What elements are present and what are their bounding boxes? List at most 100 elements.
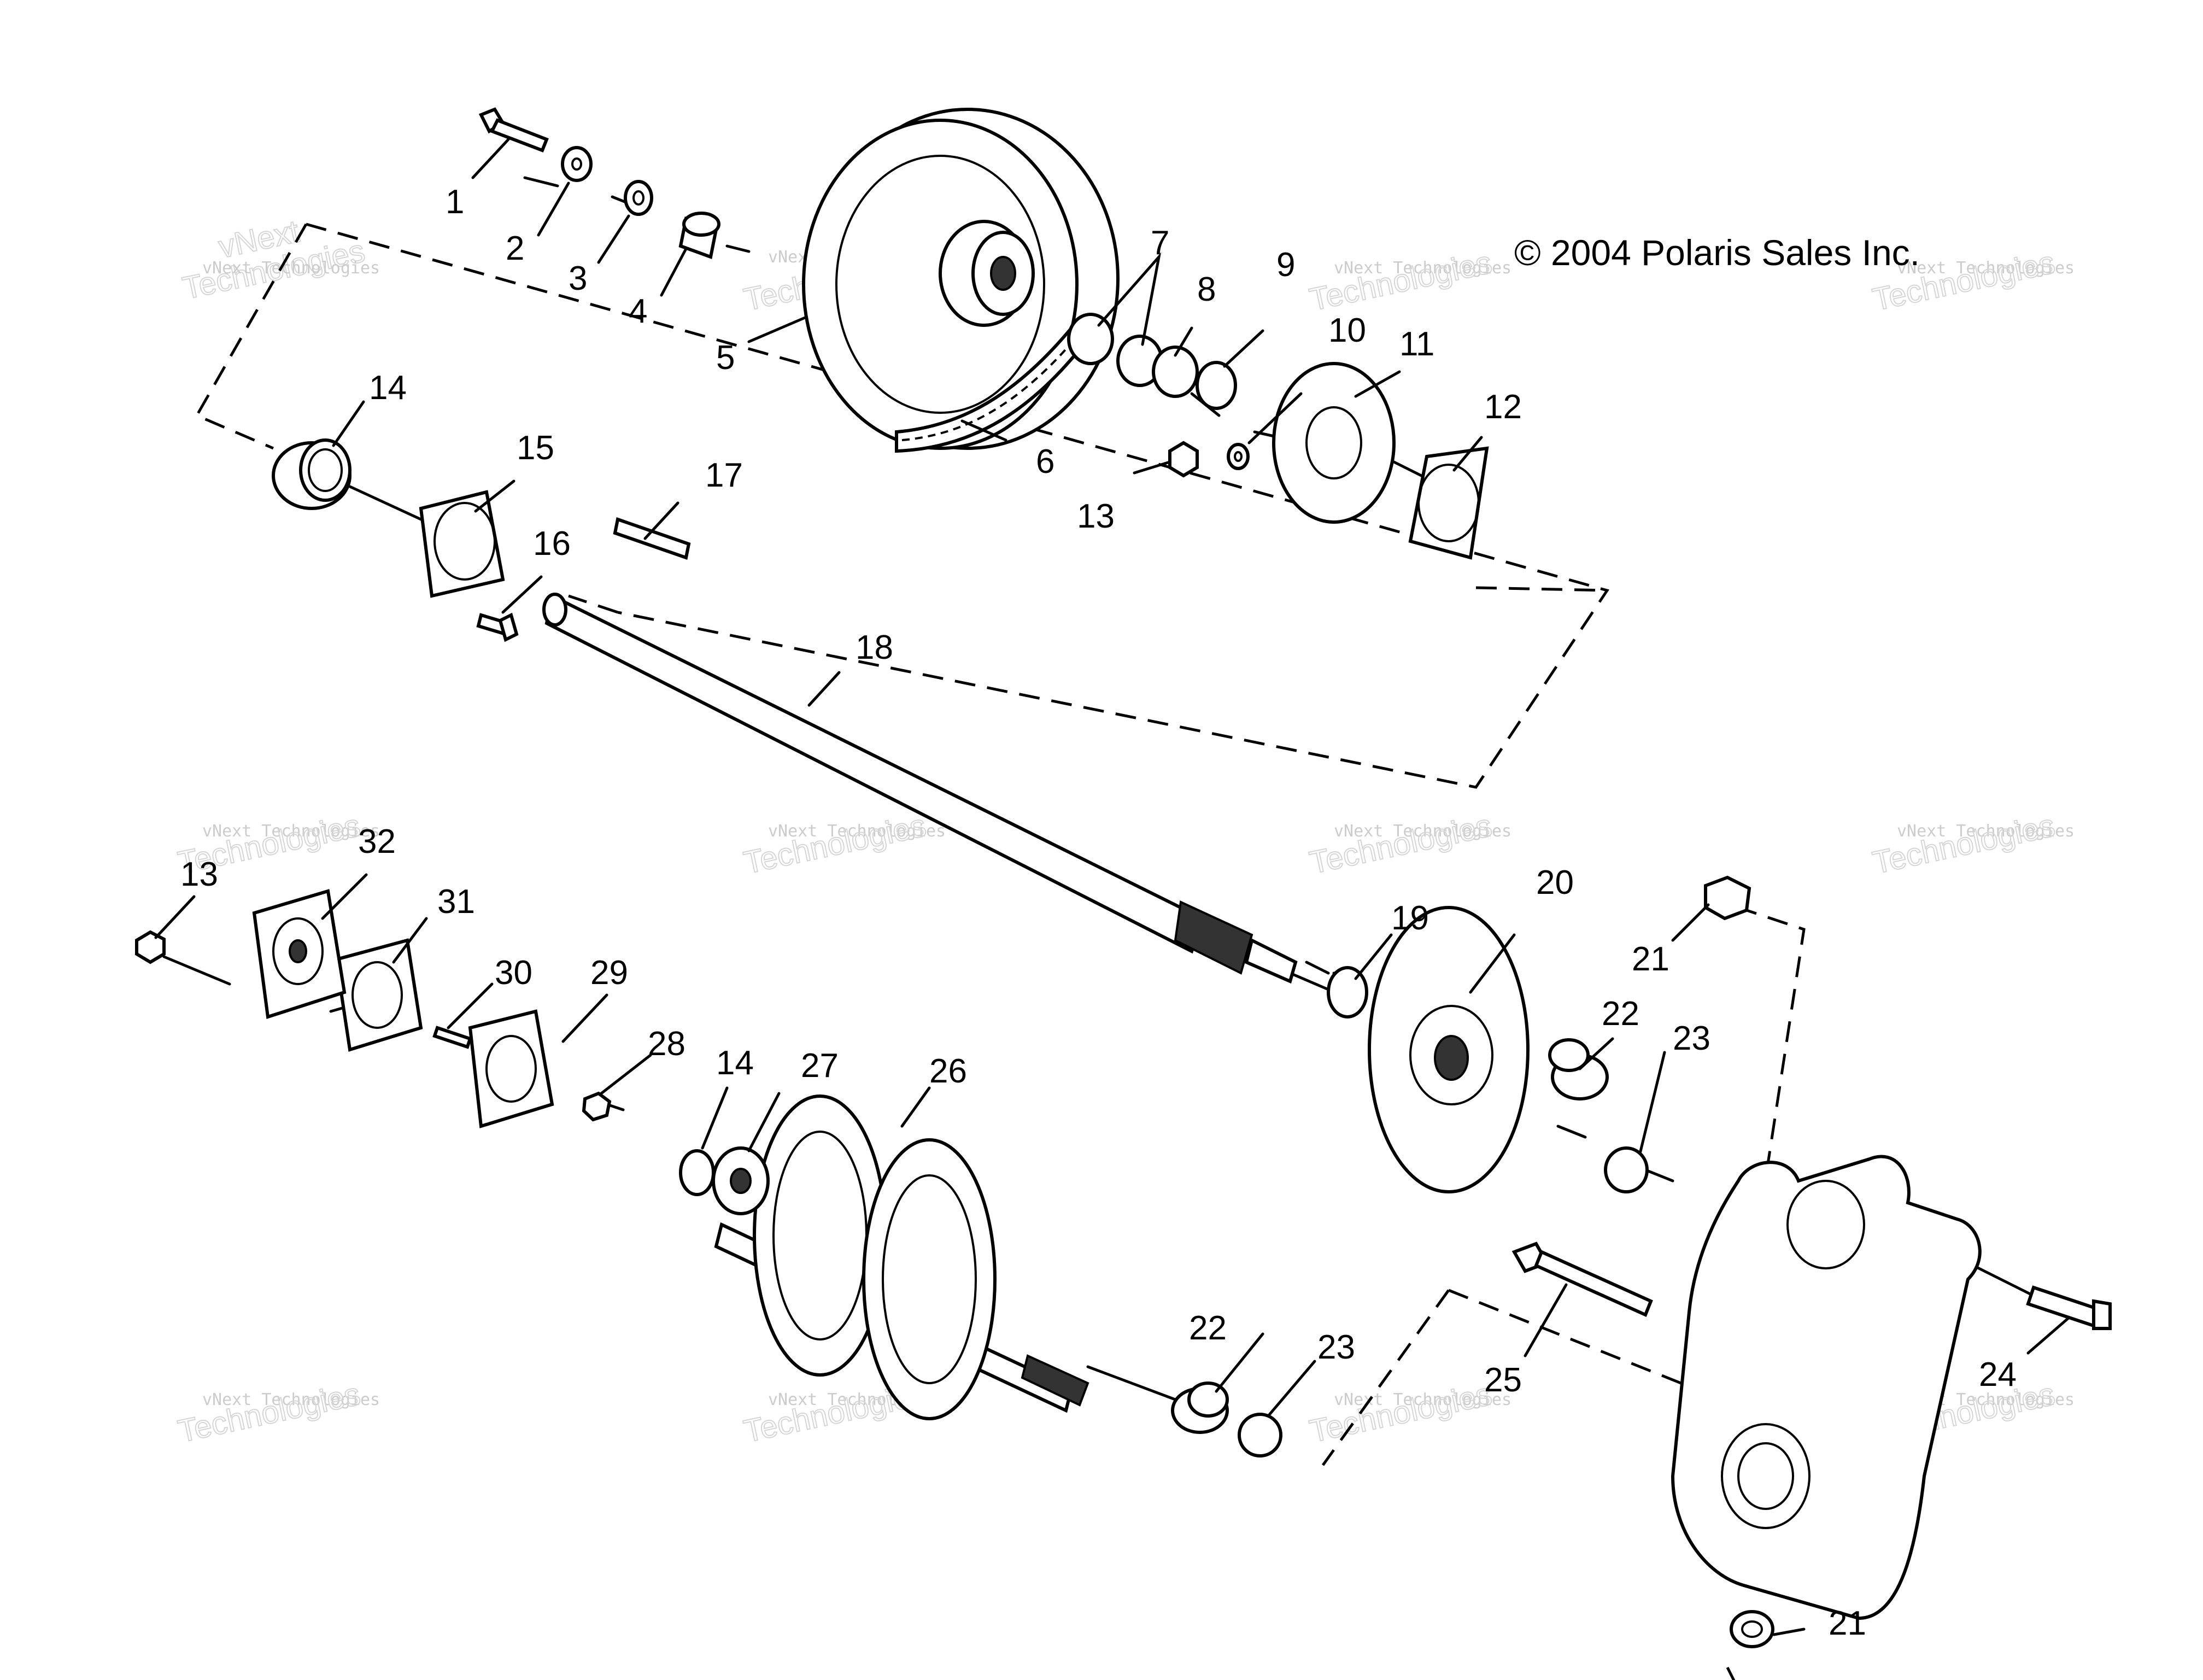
callout-24: 24 [1979,1356,2017,1394]
watermark-text: Technologies [175,1376,364,1449]
part-4-spacer [678,212,720,260]
watermark-text: Technologies [1306,1376,1495,1449]
part-19-seal [1327,966,1368,1018]
dashed-line [1726,1666,1736,1680]
part-3-lock-washer [624,180,653,216]
part-9-ring [1196,361,1237,410]
watermark: Technologies vNext [179,213,368,307]
watermark-text: vNext Technologies [1334,1390,1511,1409]
part-24-bolt [2026,1285,2112,1330]
part-20-brake-disc [1368,906,1530,1193]
part-21-nut [1704,875,1751,921]
callout-22-lower: 22 [1189,1309,1227,1347]
callout-22: 22 [1602,995,1639,1033]
callout-4: 4 [629,292,647,330]
part-chaincase [1671,1155,1982,1620]
part-7-seal [1067,313,1163,387]
callout-10: 10 [1328,312,1366,349]
callout-23: 23 [1673,1020,1710,1057]
callout-3: 3 [569,260,587,297]
part-16-bolt [476,612,519,642]
dashed-line [195,223,308,450]
callout-19: 19 [1391,899,1429,937]
watermark-text: vNext Technologies [202,1390,380,1409]
part-15-bearing-flange [419,490,505,598]
callout-28: 28 [648,1025,685,1063]
watermark-text: Technologies [741,807,929,881]
part-22-bearing-lower [1171,1382,1229,1434]
watermark-text: vNext Technologies [1334,822,1511,841]
callout-29: 29 [590,954,628,992]
callout-2: 2 [506,230,524,267]
part-1-bolt [478,107,549,153]
watermark-text: vNext Technologies [1334,259,1511,278]
callout-14: 14 [369,369,407,407]
part-23-cap-lower [1238,1413,1282,1457]
part-12-bearing-flange [1408,446,1489,560]
part-26-drive-sprocket [714,1094,1089,1420]
watermark-text: vNext Technologies [1897,822,2075,841]
callout-16: 16 [533,525,571,563]
callout-9: 9 [1276,246,1295,284]
callout-21: 21 [1632,940,1669,978]
part-23-cap [1604,1146,1649,1193]
copyright-notice: © 2004 Polaris Sales Inc. [1514,232,1920,273]
callout-7: 7 [1151,224,1169,262]
callout-21-lower: 21 [1829,1605,1866,1642]
part-13-nut-lower [135,930,166,964]
callout-6: 6 [1036,443,1054,481]
watermark-text: vNext Technologies [768,822,946,841]
part-14-bearing [272,438,351,510]
watermark-text: vNext Technologies [1897,259,2075,278]
dashed-line [1448,1289,1695,1390]
part-8-seal [1152,346,1199,398]
part-13-nut [1168,441,1199,478]
callout-26: 26 [929,1052,967,1090]
callout-12: 12 [1484,388,1522,426]
part-10-washer [1227,443,1250,470]
part-29-bearing-flange [468,1009,554,1128]
part-22-bearing [1548,1038,1609,1101]
part-2-washer [561,146,593,182]
callout-8: 8 [1197,271,1216,308]
leader-lines [154,138,2071,1636]
watermark-text: vNext Technologies [202,822,380,841]
watermark-text: vNext Technologies [202,259,380,278]
part-21-nut-lower [1730,1610,1774,1648]
callout-23-lower: 23 [1317,1328,1355,1366]
callout-13: 13 [1077,497,1115,535]
part-18-shaft [542,593,1298,984]
watermark-text: Technologies [1306,807,1495,881]
callout-13-lower: 13 [180,856,218,893]
callout-11: 11 [1399,325,1434,363]
part-14-bearing-lower [679,1149,715,1196]
callout-14-lower: 14 [716,1044,754,1082]
callout-1: 1 [446,183,464,221]
part-5-sprocket [802,108,1120,450]
callout-30: 30 [495,954,532,992]
dashed-line [568,594,618,614]
part-30-pin [432,1026,472,1049]
part-32-flange-cover [252,889,347,1019]
callout-27: 27 [801,1047,839,1085]
part-28-nut [582,1091,612,1122]
callout-17: 17 [705,456,743,494]
part-25-bolt [1511,1242,1653,1318]
part-27-hub [712,1146,770,1215]
callout-18: 18 [856,629,893,666]
dashed-line [1321,1289,1450,1466]
dashed-line [1475,586,1608,592]
part-17-key [613,517,691,560]
callout-5: 5 [716,339,735,377]
callout-20: 20 [1536,864,1574,902]
callout-31: 31 [437,883,475,921]
part-31-gasket [334,938,423,1052]
callout-25: 25 [1484,1361,1522,1399]
watermark-text: Technologies [1870,807,2058,881]
part-11-disc [1272,362,1396,524]
callout-15: 15 [517,429,554,467]
callouts: 1 2 3 4 5 6 7 8 9 10 11 12 13 14 15 16 1… [180,183,2017,1642]
watermark-text: Technologies [1306,244,1495,318]
callout-32: 32 [358,823,396,861]
